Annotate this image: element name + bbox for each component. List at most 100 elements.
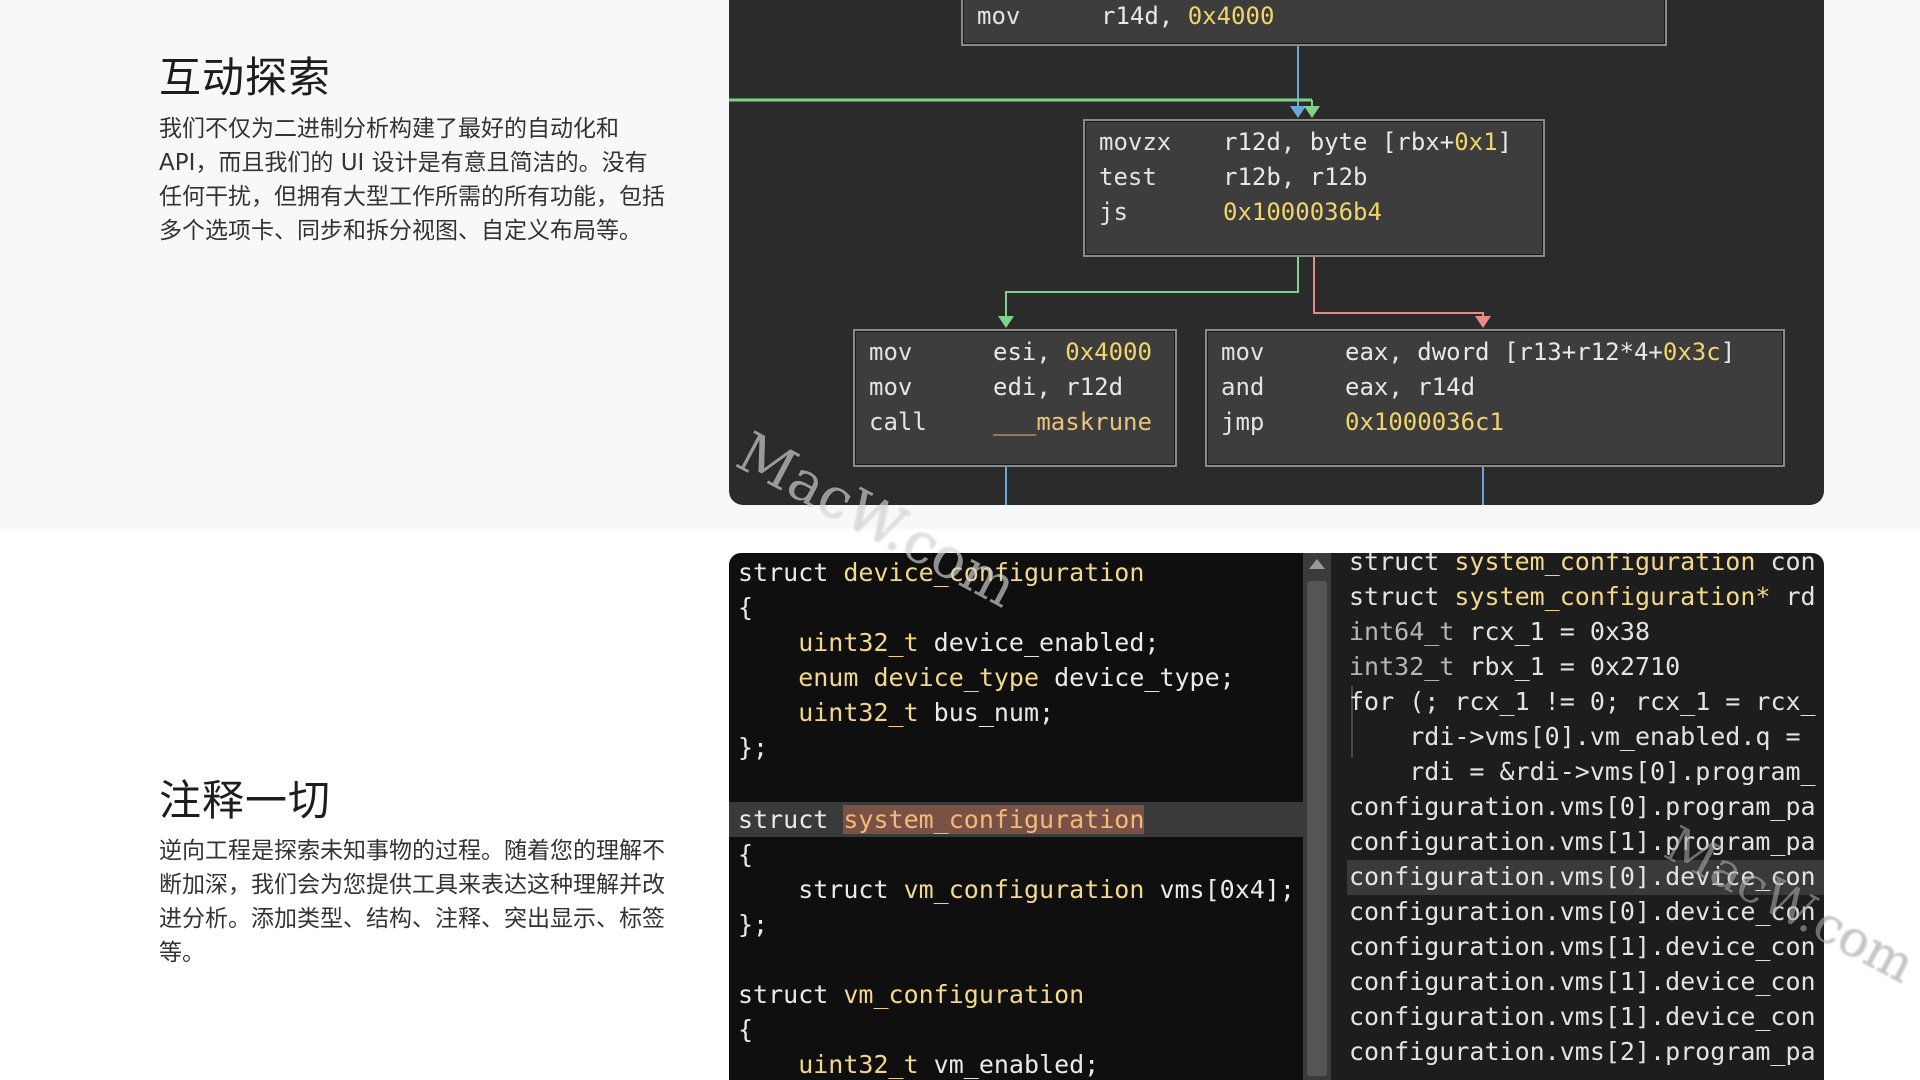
mnemonic: mov [869,338,913,366]
scroll-up-icon[interactable] [1309,559,1325,569]
mnemonic: mov [977,2,1021,30]
keyword: struct [738,980,844,1009]
code-line[interactable]: struct vm_configuration vms[0x4]; [738,872,1295,907]
code-line[interactable]: configuration.vms[1].device_con [1349,929,1816,964]
indent [1349,722,1409,751]
code-line[interactable]: uint32_t vm_enabled; [738,1047,1099,1080]
branch-target[interactable]: 0x1000036b4 [1223,198,1382,226]
type-name: system_configuration* [1454,582,1786,611]
code-line[interactable]: uint32_t bus_num; [738,695,1054,730]
code-line[interactable]: struct device_configuration [738,555,1144,590]
mnemonic: test [1099,163,1157,191]
operand: r12b, r12b [1223,163,1368,191]
statement: configuration.vms[1].program_pa [1349,827,1816,856]
section-title-interactive: 互动探索 [159,53,332,102]
highlighted-type-name[interactable]: system_configuration [843,805,1145,834]
code-line[interactable]: configuration.vms[2].program_pa [1349,1034,1816,1069]
code-line[interactable]: struct vm_configuration [738,977,1084,1012]
code-line[interactable]: configuration.vms[1].program_pa [1349,824,1816,859]
code-line[interactable]: configuration.vms[1].device_con [1349,999,1816,1034]
code-line[interactable]: rdi = &rdi->vms[0].program_ [1349,754,1816,789]
instruction-row[interactable]: test r12b, r12b [1099,160,1529,195]
statement: rcx_1 = 0x38 [1469,617,1651,646]
call-symbol[interactable]: ___maskrune [993,408,1152,436]
code-line[interactable]: configuration.vms[0].device_con [1349,894,1816,929]
code-line[interactable]: }; [738,730,768,765]
instruction-row[interactable]: mov r14d, 0x4000 [977,0,1651,34]
statement: rdi->vms[0].vm_enabled.q = [1409,722,1801,751]
indent [1349,757,1409,786]
code-line[interactable]: { [738,590,753,625]
operand: edi, r12d [993,373,1124,401]
statement: configuration.vms[1].device_con [1349,1002,1816,1031]
scroll-thumb[interactable] [1307,581,1327,1076]
brace: { [738,1015,754,1044]
mnemonic: jmp [1221,408,1265,436]
mnemonic: mov [1221,338,1265,366]
type-name: uint32_t [738,1050,934,1079]
vertical-scrollbar[interactable] [1303,553,1331,1080]
hlil-view-panel[interactable]: struct system_configuration con struct s… [1331,553,1824,1080]
code-line-selected[interactable]: struct system_configuration [738,802,1145,837]
section-desc-interactive: 我们不仅为二进制分析构建了最好的自动化和API，而且我们的 UI 设计是有意且简… [159,116,665,244]
type-name: system_configuration [1454,553,1771,576]
code-line[interactable]: struct system_configuration con [1349,553,1816,579]
operand-suffix: ] [1720,338,1736,366]
keyword: for [1349,687,1410,716]
code-line[interactable]: configuration.vms[1].device_con [1349,964,1816,999]
branch-target[interactable]: 0x1000036c1 [1345,408,1504,436]
code-line[interactable]: }; [738,907,768,942]
type-name: uint32_t [738,698,934,727]
code-line[interactable]: uint32_t device_enabled; [738,625,1159,660]
immediate: 0x4000 [1187,2,1275,30]
type-name: device_type [873,663,1055,692]
statement: configuration.vms[1].device_con [1349,967,1816,996]
instruction-row[interactable]: call___maskrune [869,405,1161,440]
graph-edges [729,45,1491,505]
mnemonic: js [1099,198,1128,226]
keyword: struct [738,558,844,587]
field-name: device_type; [1054,663,1235,692]
code-line[interactable]: int64_t rcx_1 = 0x38 [1349,614,1650,649]
statement: rdi = &rdi->vms[0].program_ [1409,757,1816,786]
field-name: device_enabled; [933,628,1160,657]
statement: configuration.vms[1].device_con [1349,932,1816,961]
code-line[interactable]: struct system_configuration* rd [1349,579,1816,614]
code-line[interactable]: int32_t rbx_1 = 0x2710 [1349,649,1680,684]
code-line[interactable]: for (; rcx_1 != 0; rcx_1 = rcx_ [1349,684,1816,719]
code-line[interactable]: configuration.vms[0].program_pa [1349,789,1816,824]
basic-block-top[interactable]: mov r14d, 0x4000 [961,0,1667,46]
operand: r14d, [1101,2,1188,30]
type-name: vm_configuration [843,980,1085,1009]
field-name: vm_enabled; [933,1050,1100,1079]
brace: { [738,840,754,869]
code-line[interactable]: { [738,1012,753,1047]
indent-guide [1351,686,1353,758]
code-line[interactable]: enum device_type device_type; [738,660,1235,695]
operand: eax, dword [r13+r12*4+ [1345,338,1663,366]
type-name: int64_t [1349,617,1470,646]
keyword: struct [738,805,844,834]
types-view-panel[interactable]: struct device_configuration { uint32_t d… [729,553,1303,1080]
instruction-row[interactable]: jmp 0x1000036c1 [1221,405,1769,440]
brace: { [738,593,754,622]
type-name: device_configuration [843,558,1145,587]
mnemonic: movzx [1099,128,1172,156]
operand-suffix: ] [1497,128,1512,156]
instruction-row[interactable]: js 0x1000036b4 [1099,195,1529,230]
code-line[interactable]: { [738,837,753,872]
section-desc-annotate: 逆向工程是探索未知事物的过程。随着您的理解不断加深，我们会为您提供工具来表达这种… [159,838,665,966]
code-line-selected[interactable]: configuration.vms[0].device_con [1349,859,1816,894]
keyword: enum [738,663,874,692]
type-name: uint32_t [738,628,934,657]
code-line[interactable]: rdi->vms[0].vm_enabled.q = [1349,719,1801,754]
